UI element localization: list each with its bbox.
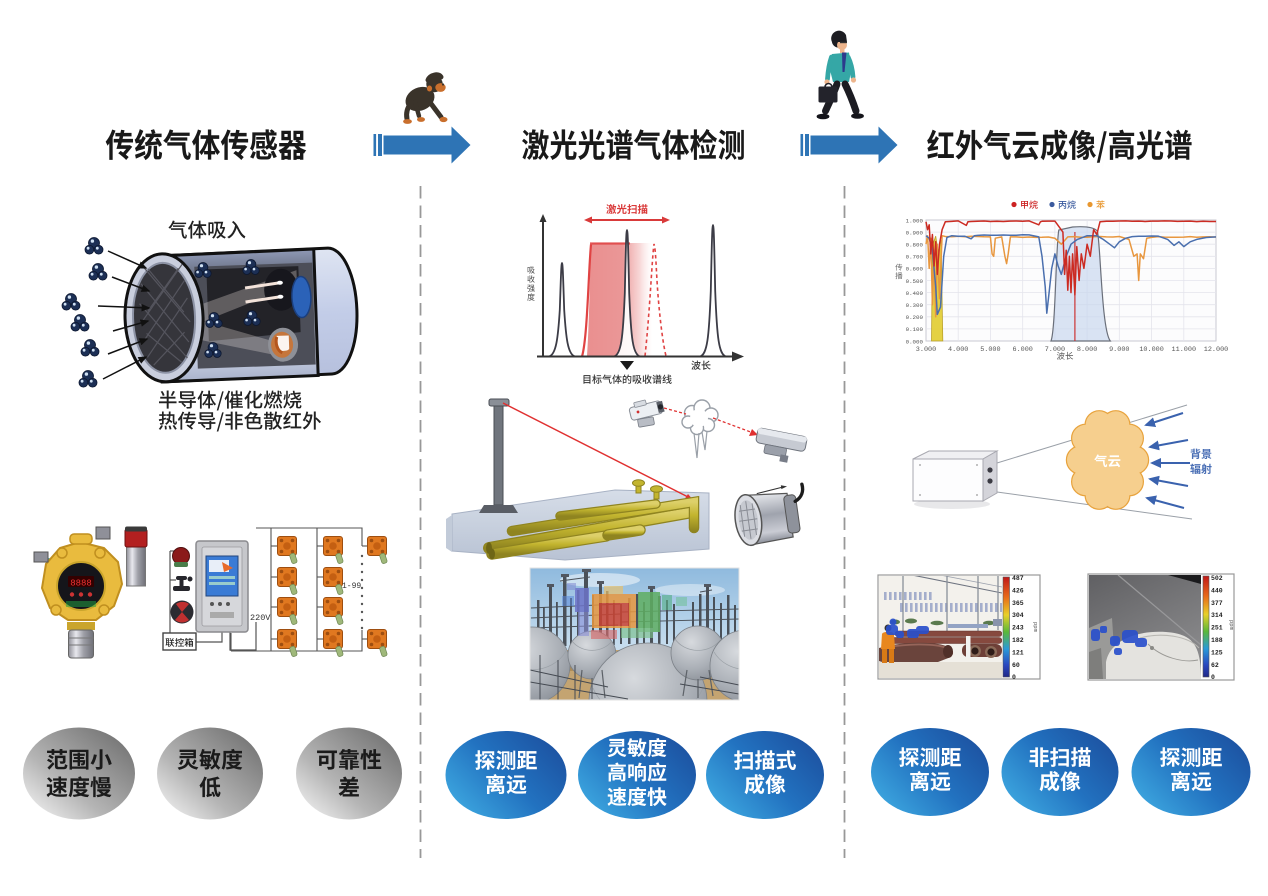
svg-text:0.100: 0.100 — [906, 326, 924, 333]
svg-text:8888: 8888 — [70, 579, 92, 589]
svg-text:9.000: 9.000 — [1109, 346, 1129, 354]
svg-text:11.000: 11.000 — [1172, 346, 1196, 354]
svg-text:243: 243 — [1012, 625, 1024, 632]
svg-text:182: 182 — [1012, 637, 1024, 644]
svg-text:304: 304 — [1012, 612, 1024, 619]
svg-text:8.000: 8.000 — [1077, 346, 1097, 354]
svg-text:125: 125 — [1211, 649, 1223, 656]
svg-text:1.000: 1.000 — [906, 217, 924, 224]
svg-text:0.900: 0.900 — [906, 229, 924, 236]
svg-text:12.000: 12.000 — [1204, 346, 1228, 354]
svg-text:0.600: 0.600 — [906, 266, 924, 273]
svg-text:220V: 220V — [250, 613, 271, 623]
svg-text:0.300: 0.300 — [906, 302, 924, 309]
svg-text:60: 60 — [1012, 662, 1020, 669]
svg-text:5.000: 5.000 — [980, 346, 1000, 354]
svg-text:0.800: 0.800 — [906, 242, 924, 249]
svg-text:ppm: ppm — [1228, 620, 1235, 631]
svg-text:0: 0 — [1012, 674, 1016, 681]
svg-text:487: 487 — [1012, 575, 1024, 582]
svg-text:251: 251 — [1211, 625, 1223, 632]
svg-text:1-99: 1-99 — [342, 582, 361, 591]
svg-text:121: 121 — [1012, 649, 1024, 656]
svg-text:3.000: 3.000 — [916, 346, 936, 354]
svg-text:0.500: 0.500 — [906, 278, 924, 285]
svg-text:62: 62 — [1211, 662, 1219, 669]
svg-text:ppm: ppm — [1032, 622, 1039, 633]
svg-text:7.000: 7.000 — [1045, 346, 1065, 354]
svg-text:0.400: 0.400 — [906, 290, 924, 297]
svg-text:0.700: 0.700 — [906, 254, 924, 261]
svg-text:188: 188 — [1211, 637, 1223, 644]
svg-text:440: 440 — [1211, 587, 1223, 594]
svg-text:6.000: 6.000 — [1012, 346, 1032, 354]
svg-text:365: 365 — [1012, 600, 1024, 607]
svg-text:377: 377 — [1211, 600, 1223, 607]
svg-text:0.000: 0.000 — [906, 338, 924, 345]
svg-text:502: 502 — [1211, 575, 1223, 582]
svg-text:426: 426 — [1012, 587, 1024, 594]
svg-text:314: 314 — [1211, 612, 1223, 619]
svg-text:0.200: 0.200 — [906, 314, 924, 321]
svg-text:10.000: 10.000 — [1139, 346, 1163, 354]
svg-text:0: 0 — [1211, 674, 1215, 681]
svg-text:4.000: 4.000 — [948, 346, 968, 354]
